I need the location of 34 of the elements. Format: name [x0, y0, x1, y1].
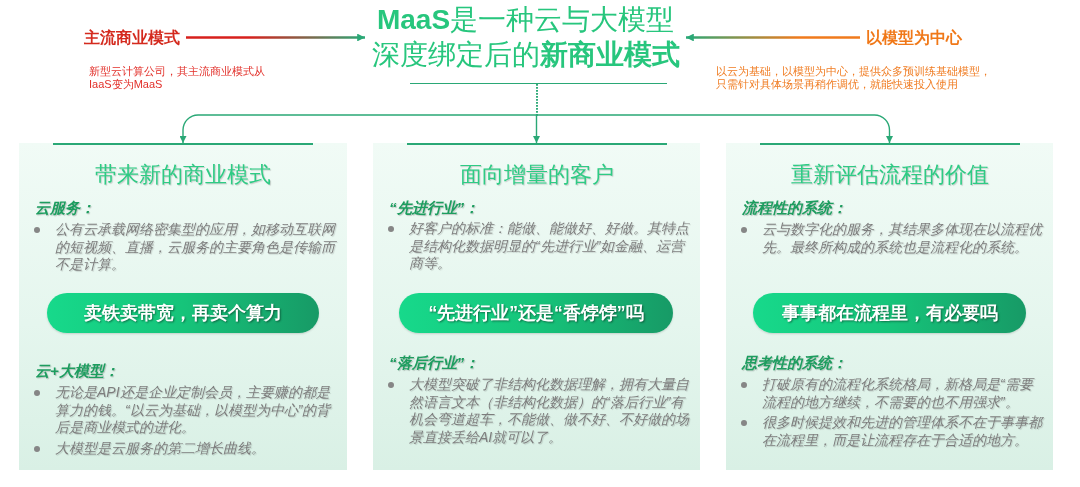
content-panel: [19, 143, 347, 470]
arrow: [536, 83, 893, 144]
arrow: [186, 33, 365, 42]
side-note: 以云为基础，以模型为中心，提供众多预训练基础模型，只需针对具体场景再稍作调优，就能快速投入使用: [716, 65, 992, 91]
bullet-text: 大模型突破了非结构化数据理解，拥有大量自然语言文本（非结构化数据）的“落后行业”有机会弯道超车，不能做、做不好、不好做的场景直接丢给AI就可以了。: [409, 376, 690, 446]
bullet-text: 公有云承载网络密集型的应用，如移动互联网的短视频、直播，云服务的主要角色是传输而不是计算。: [55, 221, 337, 274]
highlight-pill: [47, 293, 319, 333]
panel-heading: 重新评估流程的价值: [790, 162, 989, 188]
bullet-text: 打破原有的流程化系统格局，新格局是“需要流程的地方继续，不需要的也不用强求”。: [762, 376, 1036, 411]
side-note: 新型云计算公司，其主流商业模式从IaaS变为MaaS: [89, 65, 266, 91]
section-label: “先进行业”：: [389, 199, 479, 217]
bullet-text: 无论是API还是企业定制会员，主要赚的都是算力的钱。“以云为基础，以模型为中心”的背后是商业模式的进化。: [55, 384, 333, 437]
arrow: [686, 33, 860, 42]
pill-text: 事事都在流程里，有必要吗: [781, 302, 998, 324]
panel-heading: 面向增量的客户: [459, 162, 614, 188]
panel-heading: 带来新的商业模式: [95, 162, 271, 188]
highlight-pill: [399, 293, 673, 333]
center-label: MaaS是一种云与大模型深度绑定后的新商业模式: [370, 3, 681, 72]
bullet-text: 好客户的标准：能做、能做好、好做。其特点是结构化数据明显的“先进行业”如金融、运营商等。: [409, 220, 690, 273]
section-label: 思考性的系统：: [742, 354, 847, 372]
section-label: 云服务：: [35, 199, 95, 217]
content-panel: [726, 143, 1053, 470]
source-label: 以模型为中心: [866, 28, 962, 47]
section-label: 云+大模型：: [35, 362, 119, 380]
pill-text: 卖铁卖带宽，再卖个算力: [84, 302, 282, 324]
bullet-text: 大模型是云服务的第二增长曲线。: [55, 440, 266, 458]
highlight-pill: [753, 293, 1026, 333]
section-label: 流程性的系统：: [742, 199, 847, 217]
source-label: 主流商业模式: [84, 28, 180, 47]
content-panel: [373, 143, 700, 470]
section-label: “落后行业”：: [389, 354, 479, 372]
bullet-text: 云与数字化的服务，其结果多体现在以流程优先。最终所构成的系统也是流程化的系统。: [762, 221, 1043, 256]
bullet-text: 很多时候提效和先进的管理体系不在于事事都在流程里，而是让流程存在于合适的地方。: [762, 414, 1043, 449]
pill-text: “先进行业”还是“香饽饽”吗: [428, 302, 644, 324]
